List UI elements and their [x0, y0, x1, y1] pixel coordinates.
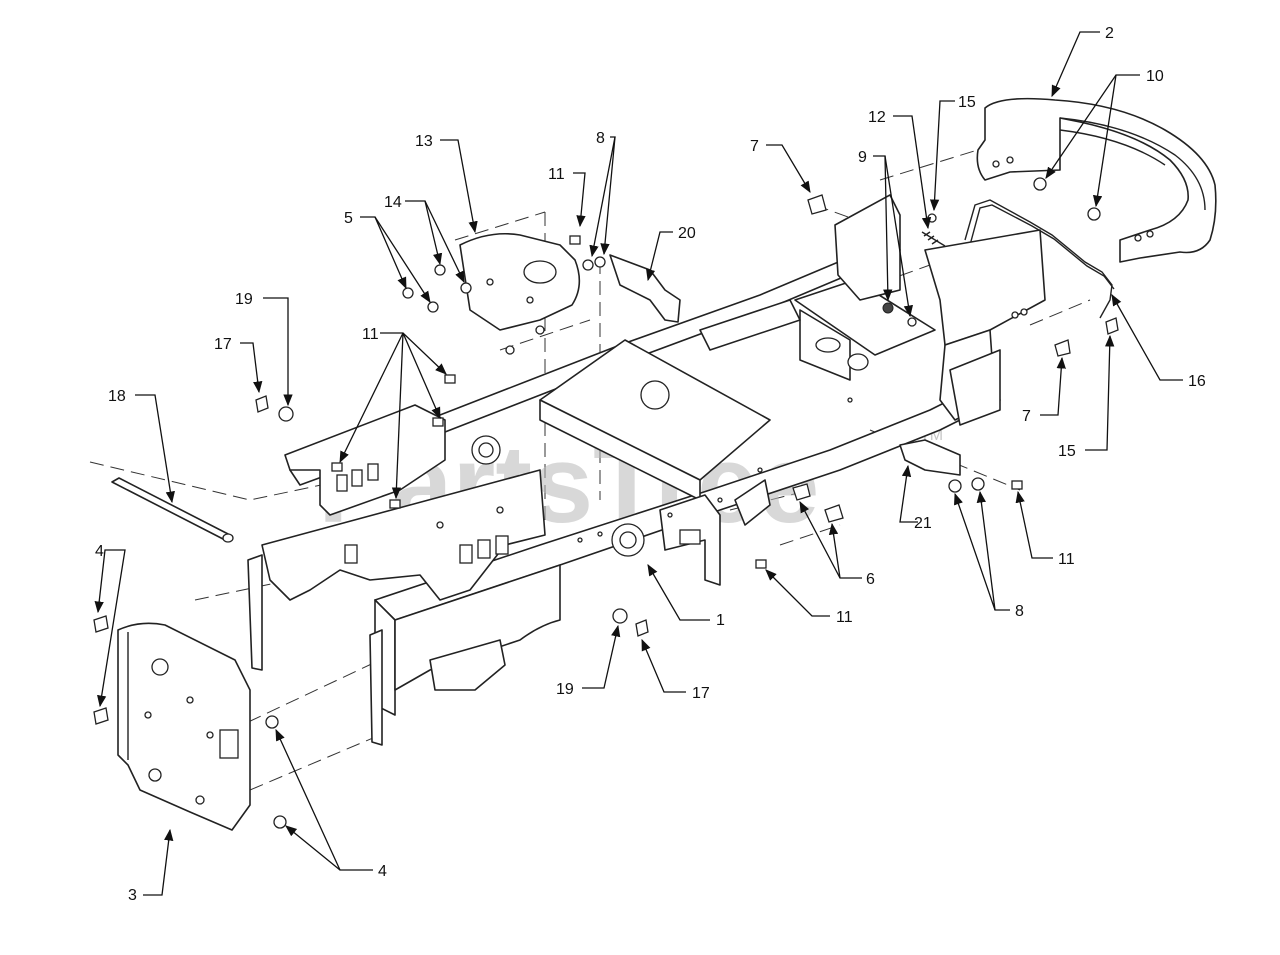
callout-15-top: 15: [958, 94, 976, 111]
clip-11-d: [389, 499, 401, 509]
nut-4-b: [273, 815, 287, 829]
callout-7-top: 7: [750, 138, 759, 155]
clip-11-a: [444, 374, 456, 384]
nut-4-a: [265, 715, 279, 729]
callout-11-top: 11: [548, 166, 565, 183]
callout-17-top: 17: [214, 336, 232, 353]
callout-15-right: 15: [1058, 443, 1076, 460]
bolt-6-a: [792, 483, 811, 501]
bolt-small: [505, 345, 515, 355]
bolt-4-b: [93, 707, 109, 725]
callout-7-right: 7: [1022, 408, 1031, 425]
nut-8-d: [971, 477, 985, 491]
callout-11-right: 11: [1058, 551, 1075, 568]
bolt-17-b: [635, 619, 649, 637]
clip-11-f: [755, 559, 767, 569]
callout-21: 21: [914, 515, 932, 532]
axle-rod: [111, 477, 234, 543]
bolt-6-b: [824, 504, 844, 523]
callout-labels: 1 2 3 4 4 5 6 7 7 8 8 9 10 11 11 11 11 1…: [95, 25, 1206, 904]
nut-8-c: [948, 479, 962, 493]
mounting-plate: [459, 232, 581, 331]
callout-20: 20: [678, 225, 696, 242]
callout-16: 16: [1188, 373, 1206, 390]
callout-leaders: [94, 31, 1183, 896]
washer-small: [535, 325, 545, 335]
fasteners: [93, 177, 1119, 829]
callout-11-group: 11: [362, 326, 379, 343]
side-panel: [117, 622, 251, 831]
center-plate: [261, 469, 546, 601]
rear-bumper: [976, 97, 1217, 263]
bolt-17-a: [255, 395, 269, 413]
bolt-7-a: [807, 194, 827, 215]
bolt-5-a: [402, 287, 414, 299]
clip-11-c: [432, 417, 444, 427]
callout-13: 13: [415, 133, 433, 150]
callout-10: 10: [1146, 68, 1164, 85]
callout-8-bottom: 8: [1015, 603, 1024, 620]
callout-8-top: 8: [596, 130, 605, 147]
callout-11-bottom: 11: [836, 609, 853, 626]
callout-1: 1: [716, 612, 725, 629]
washer-14-a: [434, 264, 446, 276]
spring-12: [921, 231, 946, 247]
callout-12: 12: [868, 109, 886, 126]
callout-6: 6: [866, 571, 875, 588]
left-side-plate: [247, 554, 383, 746]
nut-10-b: [1087, 207, 1101, 221]
pin-15-b: [1105, 317, 1119, 335]
clip-11-g: [1011, 480, 1023, 490]
pin-15-a: [927, 213, 937, 223]
clip-11-b: [331, 462, 343, 472]
callout-19-bottom: 19: [556, 681, 574, 698]
linkage-rod: [964, 199, 1115, 319]
callout-3: 3: [128, 887, 137, 904]
nut-10-a: [1033, 177, 1047, 191]
bolt-4-a: [93, 615, 109, 633]
nut-8-a: [582, 259, 594, 271]
callout-14: 14: [384, 194, 402, 211]
washer-19-b: [612, 608, 628, 624]
fastener-9-b: [907, 317, 917, 327]
bolt-5-b: [427, 301, 439, 313]
callout-4-bottom: 4: [378, 863, 387, 880]
callout-4-top: 4: [95, 543, 104, 560]
callout-9: 9: [858, 149, 867, 166]
bolt-7-b: [1054, 339, 1071, 357]
fastener-9-a: [882, 302, 894, 314]
small-bracket: [899, 439, 961, 476]
callout-17-bottom: 17: [692, 685, 710, 702]
callout-18: 18: [108, 388, 126, 405]
washer-19-a: [278, 406, 294, 422]
clip-11-e: [569, 235, 581, 245]
nut-8-b: [594, 256, 606, 268]
callout-5: 5: [344, 210, 353, 227]
callout-19-top: 19: [235, 291, 253, 308]
washer-14-b: [460, 282, 472, 294]
upper-dash-panel: [284, 404, 446, 516]
bracket: [609, 254, 681, 323]
callout-2: 2: [1105, 25, 1114, 42]
